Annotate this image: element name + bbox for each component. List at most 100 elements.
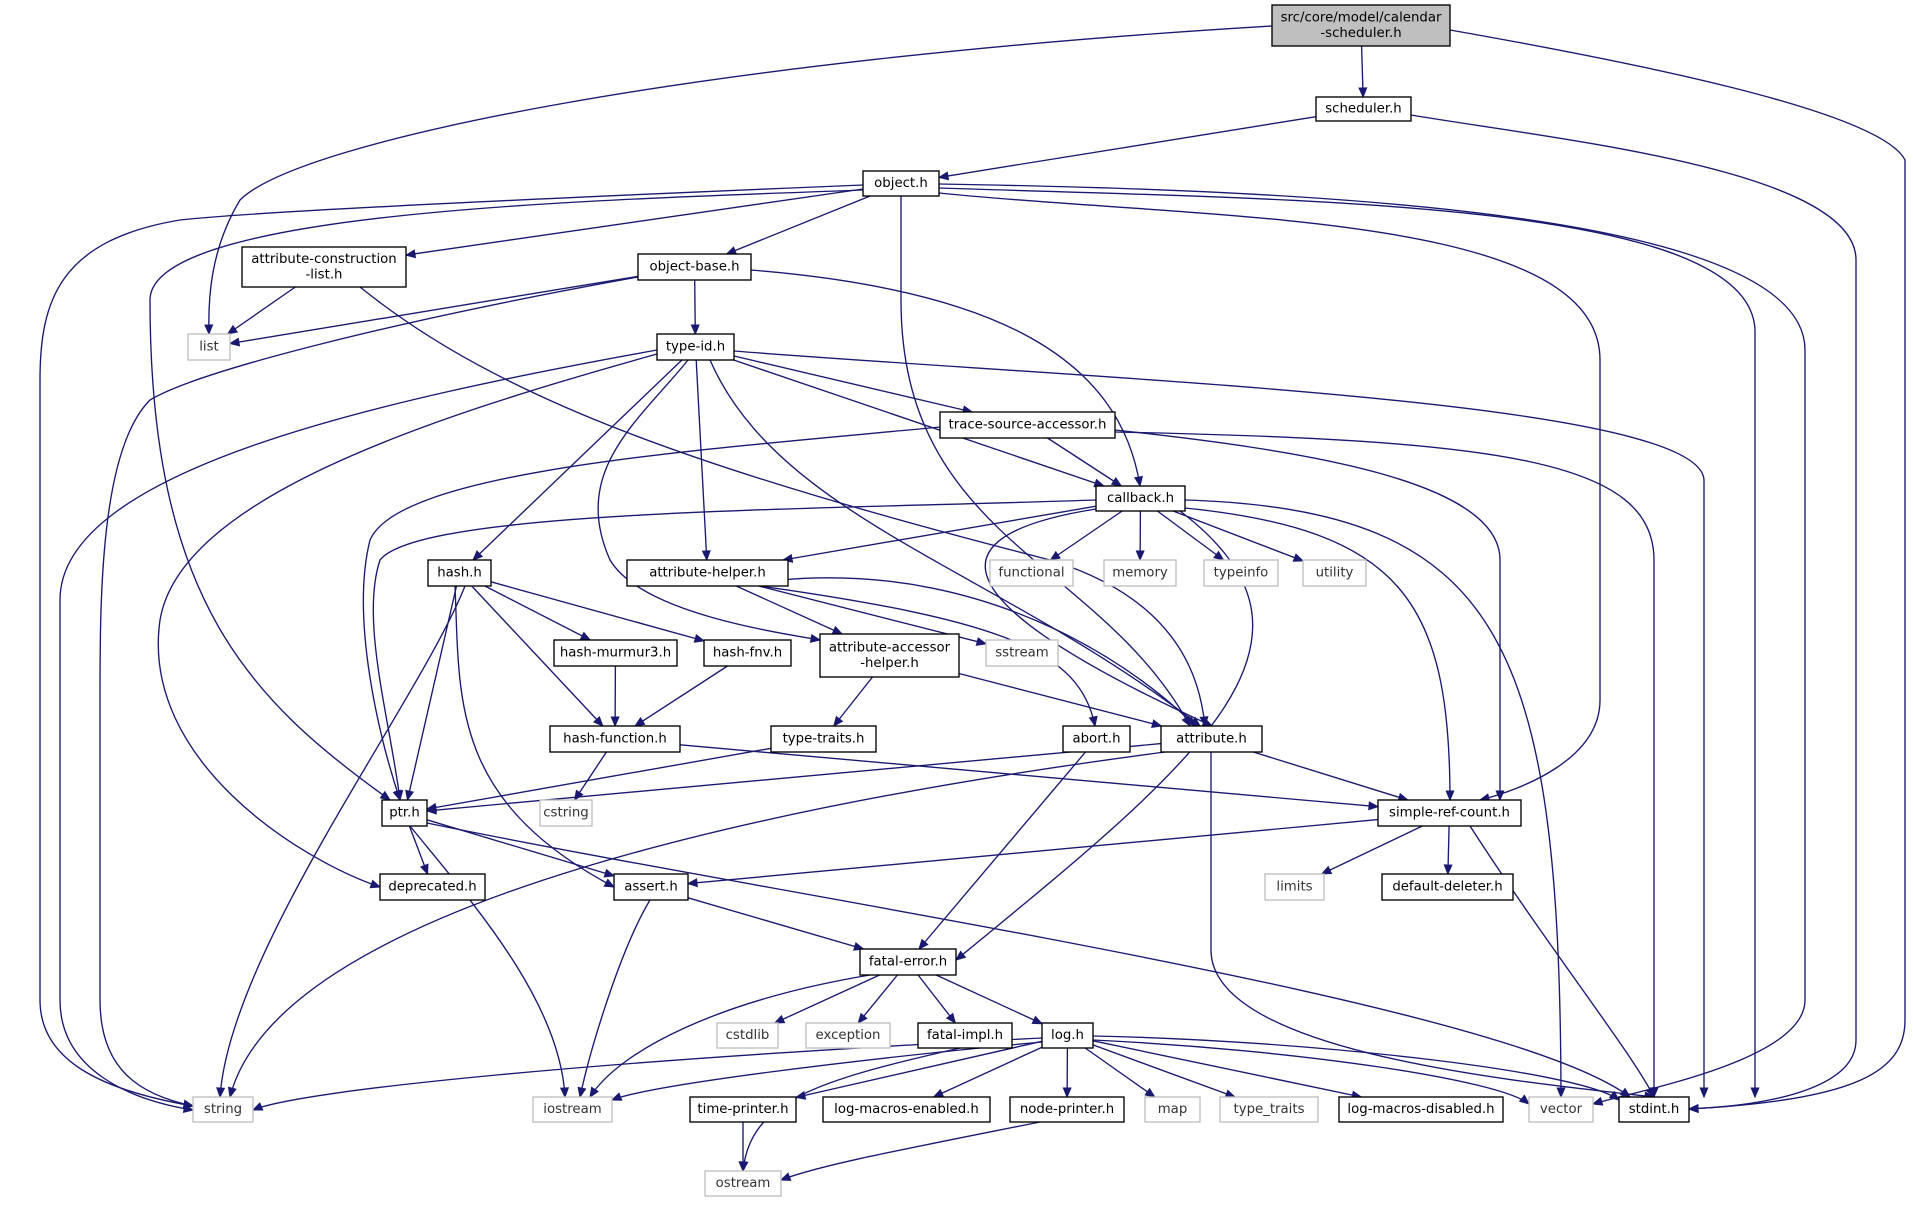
node-abort[interactable]: abort.h <box>1062 725 1131 753</box>
edge-hash-to-murmur <box>484 585 591 641</box>
node-ptr-label: ptr.h <box>389 806 420 821</box>
node-attribute-box <box>1160 725 1263 753</box>
node-scheduler-label: scheduler.h <box>1325 102 1402 117</box>
edge-typeid-to-stdint-arrowhead <box>1699 1087 1709 1099</box>
node-scheduler[interactable]: scheduler.h <box>1315 96 1412 122</box>
node-traits-label: type-traits.h <box>783 732 865 747</box>
node-fatal[interactable]: fatal-error.h <box>859 948 957 976</box>
edge-typeid-to-aah-arrowhead <box>809 633 822 643</box>
node-murmur-label: hash-murmur3.h <box>560 646 671 661</box>
edge-object-to-acl <box>405 188 864 256</box>
node-murmur-box <box>553 639 678 667</box>
edge-fatal-to-iostream-arrowhead <box>589 1086 599 1099</box>
node-root[interactable]: src/core/model/calendar-scheduler.h <box>1271 4 1451 47</box>
node-hfunc[interactable]: hash-function.h <box>549 725 681 753</box>
edge-attribute-to-string-arrowhead <box>227 1086 237 1099</box>
node-assert[interactable]: assert.h <box>613 873 689 901</box>
node-fnv-label: hash-fnv.h <box>713 646 782 661</box>
node-list: list <box>187 333 231 361</box>
node-nprinter[interactable]: node-printer.h <box>1009 1096 1125 1123</box>
edge-fatal-to-cstdlib <box>774 974 880 1024</box>
node-lme-label: log-macros-enabled.h <box>834 1102 979 1117</box>
edge-assert-to-iostream-arrowhead <box>577 1086 587 1099</box>
node-object-box <box>862 170 940 197</box>
node-hash-label: hash.h <box>437 566 482 581</box>
node-fnv[interactable]: hash-fnv.h <box>703 639 792 667</box>
edge-assert-to-iostream <box>579 899 651 1098</box>
node-type_traits-label: type_traits <box>1233 1102 1304 1117</box>
node-type_traits: type_traits <box>1219 1096 1319 1123</box>
node-attribute[interactable]: attribute.h <box>1160 725 1263 753</box>
node-ostream-label: ostream <box>716 1176 771 1191</box>
node-lmd[interactable]: log-macros-disabled.h <box>1338 1096 1504 1123</box>
node-assert-box <box>613 873 689 901</box>
node-deleter[interactable]: default-deleter.h <box>1381 873 1514 901</box>
node-tsa[interactable]: trace-source-accessor.h <box>939 411 1116 439</box>
node-root-box <box>1271 4 1451 47</box>
node-tprinter[interactable]: time-printer.h <box>689 1096 797 1123</box>
node-traits[interactable]: type-traits.h <box>770 725 877 753</box>
edge-typeid-to-hash-arrowhead <box>472 550 484 561</box>
edge-traits-to-ptr <box>426 747 772 810</box>
edge-typeid-to-hash <box>472 359 683 561</box>
node-typeid[interactable]: type-id.h <box>656 333 735 361</box>
node-aah[interactable]: attribute-accessor-helper.h <box>819 633 960 678</box>
node-deprecated[interactable]: deprecated.h <box>379 873 486 901</box>
node-fimpl[interactable]: fatal-impl.h <box>917 1022 1013 1049</box>
node-acl[interactable]: attribute-construction-list.h <box>241 246 407 288</box>
edge-ahelper-to-sstream-arrowhead <box>975 637 988 646</box>
edge-hash-to-ptr-arrowhead <box>405 789 415 802</box>
edge-object-to-src <box>938 192 1601 801</box>
edge-murmur-to-hfunc-arrowhead <box>610 716 620 728</box>
edge-ahelper-to-aah <box>735 585 843 635</box>
edge-fatal-to-log <box>935 974 1043 1025</box>
edge-callback-to-functional <box>1050 510 1123 561</box>
node-ahelper[interactable]: attribute-helper.h <box>626 559 789 587</box>
edge-callback-to-src <box>1184 507 1451 801</box>
nodes-layer: src/core/model/calendar-scheduler.h sched… <box>187 4 1690 1197</box>
node-vector-label: vector <box>1540 1102 1583 1117</box>
edge-log-to-vector-arrowhead <box>1518 1094 1530 1105</box>
edge-log-to-tprinter-arrowhead <box>794 1090 807 1100</box>
node-objbase-box <box>637 253 752 281</box>
node-attribute-label: attribute.h <box>1176 732 1247 747</box>
node-ptr[interactable]: ptr.h <box>381 799 428 827</box>
node-objbase[interactable]: object-base.h <box>637 253 752 281</box>
node-string: string <box>192 1096 254 1123</box>
edge-scheduler-to-stdint <box>1410 114 1857 1110</box>
edge-object-to-ptr <box>149 189 864 801</box>
node-stdint-label: stdint.h <box>1629 1102 1680 1117</box>
edge-ahelper-to-attribute <box>779 577 1196 727</box>
edge-objbase-to-callback <box>750 269 1141 487</box>
edge-log-to-stdint <box>1092 1035 1620 1101</box>
node-fnv-box <box>703 639 792 667</box>
edge-attribute-to-ptr-arrowhead <box>425 805 437 815</box>
node-lme[interactable]: log-macros-enabled.h <box>822 1096 991 1123</box>
node-hash[interactable]: hash.h <box>427 559 492 587</box>
edge-root-to-scheduler-arrowhead <box>1358 87 1368 99</box>
edge-objbase-to-typeid-arrowhead <box>690 324 700 336</box>
node-callback[interactable]: callback.h <box>1095 485 1186 512</box>
node-object[interactable]: object.h <box>862 170 940 197</box>
edge-fnv-to-hfunc <box>634 665 728 727</box>
node-typeid-box <box>656 333 735 361</box>
edge-tsa-to-src <box>1114 429 1501 800</box>
node-murmur[interactable]: hash-murmur3.h <box>553 639 678 667</box>
edge-log-to-type_traits <box>1092 1044 1236 1098</box>
node-typeinfo-box <box>1203 559 1279 587</box>
edge-typeid-to-deprecated <box>157 353 658 888</box>
edge-assert-to-fatal <box>687 897 864 950</box>
node-stdint[interactable]: stdint.h <box>1618 1096 1690 1123</box>
edge-log-to-lmd <box>1092 1040 1362 1098</box>
node-ahelper-label: attribute-helper.h <box>649 566 766 581</box>
edge-typeid-to-attribute <box>709 359 1201 727</box>
node-log[interactable]: log.h <box>1041 1022 1094 1049</box>
node-functional: functional <box>989 559 1074 587</box>
edge-log-to-iostream-arrowhead <box>610 1092 623 1101</box>
edge-object-to-vector-arrowhead <box>1591 1096 1604 1106</box>
edge-log-to-stdint-arrowhead <box>1608 1090 1621 1101</box>
node-root-label: src/core/model/calendar <box>1281 10 1442 25</box>
edge-src-to-limits <box>1321 825 1423 875</box>
node-src[interactable]: simple-ref-count.h <box>1377 799 1522 827</box>
